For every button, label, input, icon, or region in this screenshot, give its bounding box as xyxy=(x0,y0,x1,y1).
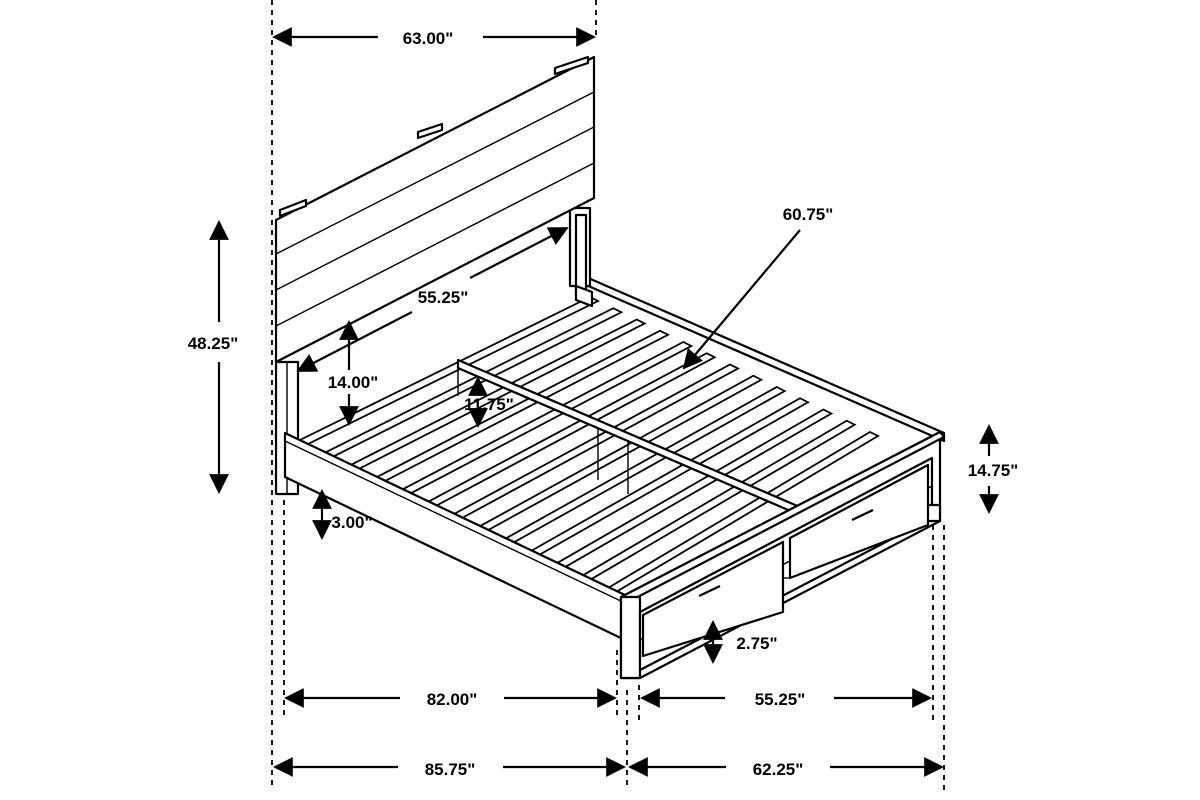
label-overall-width: 62.25" xyxy=(753,760,804,779)
drawer-left-handle xyxy=(698,585,721,597)
label-headboard-height: 48.25" xyxy=(188,334,239,353)
drawer-left xyxy=(641,540,785,658)
drawer-right xyxy=(788,463,930,580)
dimension-lines xyxy=(209,27,999,777)
label-side-rail-height: 11.75" xyxy=(464,395,514,414)
extension-lines xyxy=(271,0,945,790)
label-inner-length: 82.00" xyxy=(427,690,478,709)
label-drawer-clearance: 2.75" xyxy=(736,634,777,653)
bed-drawing xyxy=(274,55,946,680)
label-footboard-height: 14.75" xyxy=(968,461,1019,480)
label-headboard-inner-width: 55.25" xyxy=(418,288,469,307)
label-drawer-span: 55.25" xyxy=(755,690,806,709)
drawer-right-handle xyxy=(851,509,874,521)
label-overall-length: 85.75" xyxy=(425,760,476,779)
headboard xyxy=(274,55,596,496)
dimension-labels: 63.00" 48.25" 55.25" 14.00" 11.75" 60.75… xyxy=(188,29,1019,779)
label-headboard-width: 63.00" xyxy=(403,29,454,48)
label-leg-clearance: 3.00" xyxy=(331,513,372,532)
bed-slats xyxy=(297,295,880,594)
label-headboard-panel-height: 14.00" xyxy=(328,373,379,392)
label-diagonal: 60.75" xyxy=(783,205,834,224)
storage-drawers xyxy=(641,463,930,658)
